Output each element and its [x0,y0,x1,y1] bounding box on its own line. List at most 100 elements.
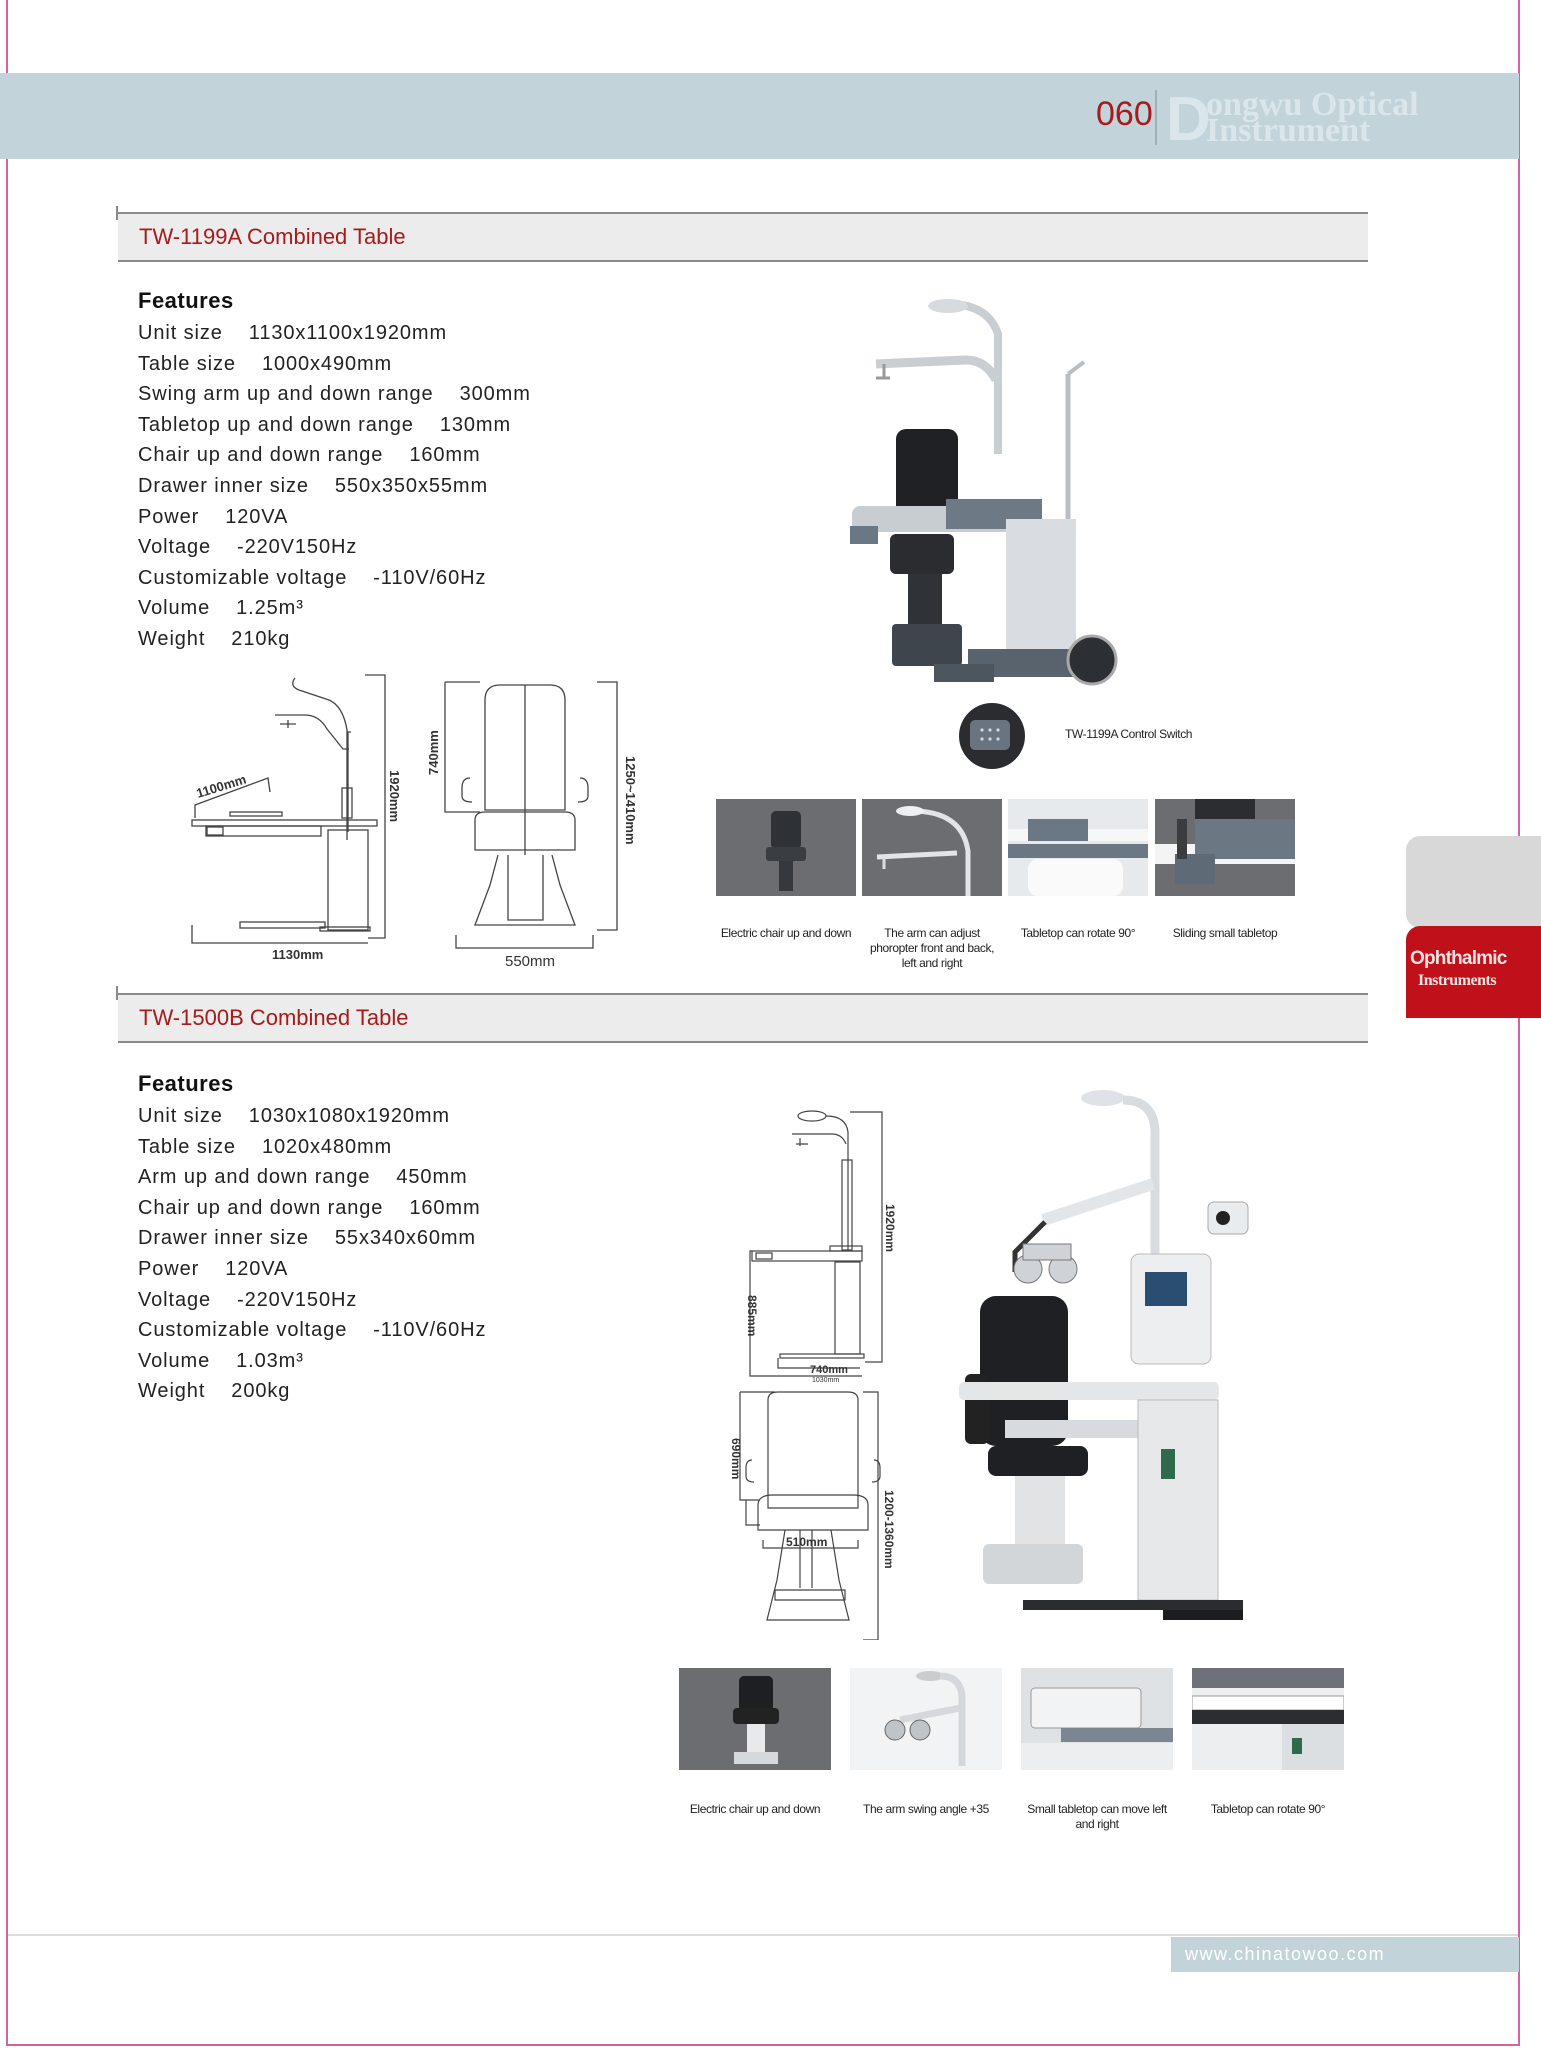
dim-chair-width: 550mm [505,953,555,970]
thumb-caption: The arm can adjust phoropter front and b… [869,926,995,970]
feature-value: -220V150Hz [237,536,358,559]
thumb-tabletop-rotate [1008,799,1148,896]
thumb-arm-swing [850,1668,1002,1770]
feature-row: Table size 1020x480mm [138,1132,486,1163]
thumb-caption: Sliding small tabletop [1172,926,1278,940]
thumb-sliding-tabletop [1155,799,1295,896]
footer-band [1171,1937,1519,1972]
feature-label: Unit size [138,322,223,344]
feature-value: 1030x1080x1920mm [248,1105,450,1127]
feature-label: Drawer inner size [138,1227,309,1250]
thumb-chair-up-down [679,1668,831,1770]
feature-row: Tabletop up and down range 130mm [138,410,531,441]
dim-width: 1130mm [272,947,323,962]
feature-value: 210kg [231,627,291,650]
feature-value: 550x350x55mm [334,474,489,497]
chair-front-view [739,1391,881,1640]
feature-row: Volume 1.25m³ [138,593,531,624]
thumb-small-tabletop-move [1021,1668,1173,1770]
page-border-right [1518,0,1520,2046]
section-header-band [118,212,1368,262]
feature-row: Volume 1.03m³ [138,1346,486,1377]
feature-label: Volume [138,597,211,620]
feature-value: 450mm [396,1166,468,1189]
feature-value: 1020x480mm [261,1135,393,1158]
feature-value: 1.03m³ [236,1349,304,1372]
feature-label: Tabletop up and down range [138,413,414,436]
side-tab-inactive[interactable] [1406,836,1541,928]
dim-chair-height: 1250~1410mm [623,756,638,845]
feature-label: Power [138,1257,200,1280]
side-tab-label-line2: Instruments [1418,972,1497,989]
dim-total-width: 1030mm [812,1377,839,1384]
brand-logo: D ongwu Optical Instrument [1166,85,1419,154]
feature-label: Table size [138,1135,236,1158]
feature-value: -110V/60Hz [373,566,487,589]
tw1199a-product-photo [850,299,1118,686]
feature-value: 300mm [459,383,531,406]
thumb-caption: Electric chair up and down [689,1802,821,1816]
side-tab-ophthalmic[interactable] [1406,926,1541,1018]
page-border-bottom [6,2044,1520,2046]
section-tick [116,986,118,1000]
feature-label: Table size [138,352,236,375]
control-switch-photo [959,703,1025,769]
feature-value: 120VA [225,1257,289,1280]
feature-label: Chair up and down range [138,444,384,467]
section-title-tw1500b: TW-1500B Combined Table [139,1005,409,1030]
feature-label: Volume [138,1349,211,1372]
section-tick [116,206,118,220]
page-number: 060 [1096,95,1153,133]
thumb-caption: Tabletop can rotate 90° [1210,1802,1326,1816]
feature-label: Weight [138,1380,206,1403]
table-side-view [191,674,386,944]
feature-row: Customizable voltage -110V/60Hz [138,1315,486,1346]
feature-label: Unit size [138,1105,223,1127]
feature-value: 130mm [439,413,512,436]
feature-value: 1000x490mm [261,352,393,375]
thumb-caption: Tabletop can rotate 90° [1020,926,1136,940]
feature-row: Customizable voltage-110V/60Hz [138,563,531,594]
feature-label: Voltage [138,536,212,559]
feature-value: 160mm [409,444,481,467]
tw1500b-product-photo [959,1090,1249,1620]
feature-label: Drawer inner size [138,474,309,497]
table-side-view [749,1110,883,1377]
dim-chair-back: 740mm [426,730,441,775]
section-title-tw1199a: TW-1199A Combined Table [139,224,406,249]
footer-divider [8,1934,1518,1936]
feature-label: Swing arm up and down range [138,383,434,406]
thumb-caption: Small tabletop can move left and right [1027,1802,1167,1831]
dim-height: 1920mm [387,770,402,822]
dim-depth: 1100mm [194,772,247,801]
features-heading: Features [138,288,234,313]
feature-value: -110V/60Hz [373,1319,487,1342]
feature-value: -220V150Hz [237,1288,358,1311]
website-url[interactable]: www.chinatowoo.com [1185,1944,1386,1964]
dim-chair-height: 1200-1360mm [882,1490,896,1569]
feature-row: Voltage -220V150Hz [138,532,531,563]
feature-value: 200kg [231,1380,291,1403]
page-header-band [0,73,1519,159]
thumb-tabletop-rotate [1192,1668,1344,1770]
feature-value: 160mm [409,1196,481,1219]
feature-row: Swing arm up and down range 300mm [138,379,531,410]
feature-label: Voltage [138,1288,212,1311]
dim-table-height: 885mm [745,1295,759,1336]
feature-row: Chair up and down range 160mm [138,440,531,471]
dim-base-width: 740mm [810,1364,848,1376]
feature-value: 120VA [225,505,289,528]
thumb-arm-adjust [862,799,1002,896]
feature-row: Unit size 1030x1080x1920mm [138,1101,486,1132]
chair-front-view [444,681,618,949]
feature-value: 1.25m³ [236,597,304,620]
feature-value: 1130x1100x1920mm [248,322,448,344]
feature-label: Customizable voltage [138,1319,348,1342]
feature-row: Drawer inner size 550x350x55mm [138,471,531,502]
